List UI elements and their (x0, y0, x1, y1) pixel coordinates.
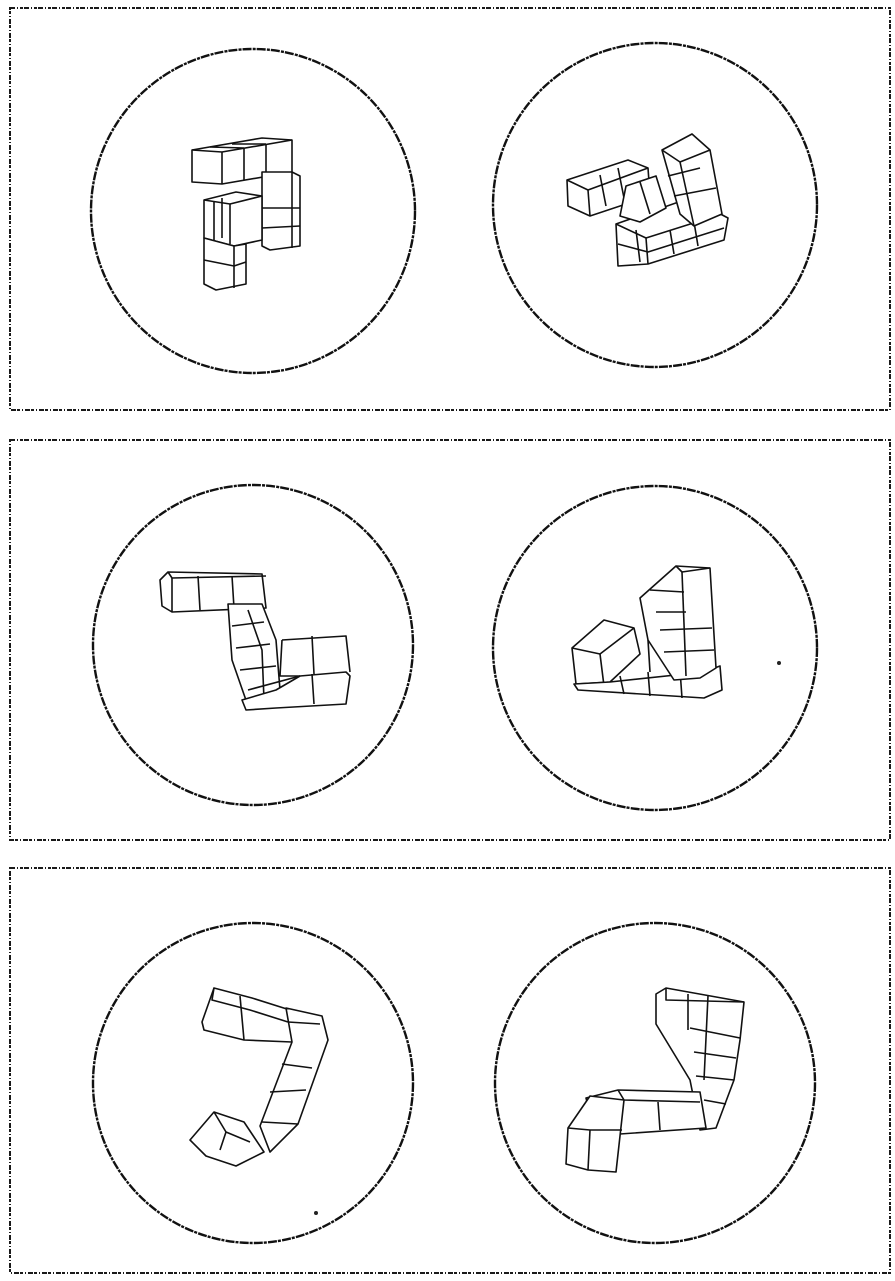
stimulus-pair-panel-2 (10, 440, 890, 840)
stimulus-circle-right (314, 923, 815, 1243)
stimulus-pair-panel-1 (10, 8, 890, 410)
panel-border (10, 8, 890, 410)
stimulus-circle-left (91, 49, 415, 373)
cube-figure (567, 134, 728, 266)
stimulus-pair-panel-3 (10, 868, 890, 1273)
stimulus-circle-right (493, 43, 817, 367)
stimulus-circle-right (493, 486, 817, 810)
cube-figure (566, 988, 744, 1172)
cube-figure (192, 138, 300, 290)
circle-outline (495, 923, 815, 1243)
cube-figure (190, 988, 328, 1166)
panel-border (10, 868, 890, 1273)
stimulus-circle-left (93, 923, 413, 1243)
circle-outline (93, 923, 413, 1243)
cube-figure (572, 566, 722, 698)
cube-figure (160, 572, 350, 710)
panel-border (10, 440, 890, 840)
stimulus-circle-left (93, 485, 413, 805)
